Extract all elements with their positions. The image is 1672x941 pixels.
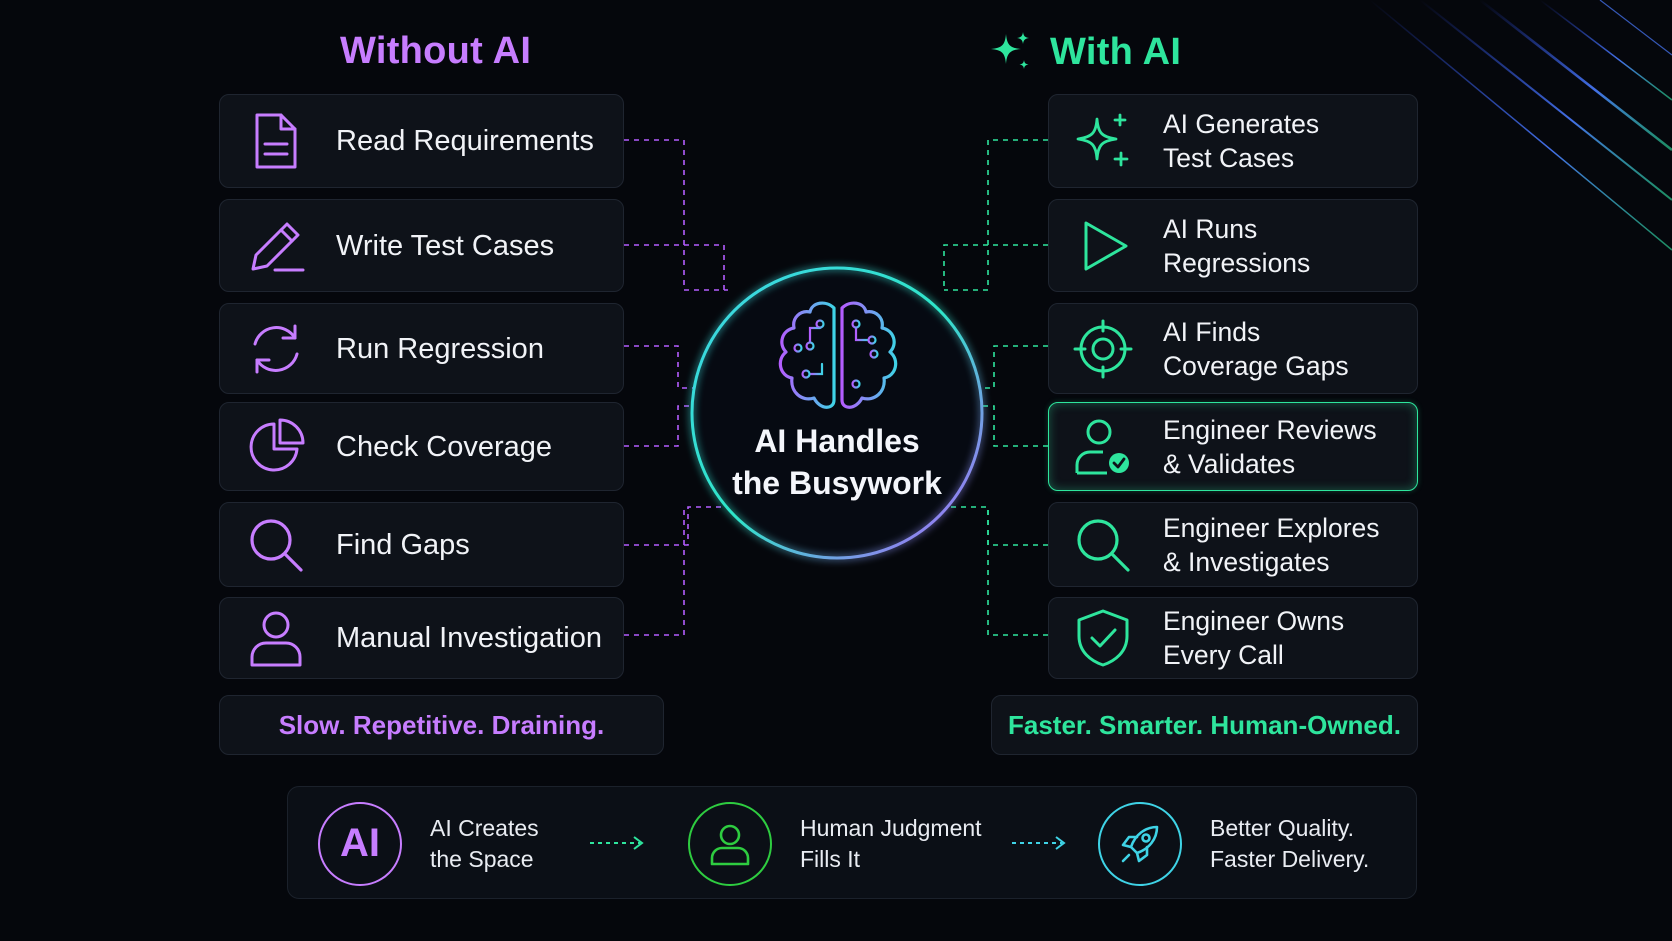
with-item-engineer-owns: Engineer Owns Every Call bbox=[1048, 597, 1418, 679]
person-circle bbox=[688, 801, 772, 886]
connector-right-6 bbox=[987, 507, 1048, 636]
with-tagline: Faster. Smarter. Human-Owned. bbox=[991, 695, 1418, 755]
ai-badge-circle: AI bbox=[318, 801, 402, 886]
arrow-right-icon bbox=[590, 836, 644, 850]
without-item-run-regression: Run Regression bbox=[219, 303, 624, 394]
item-label: AI Generates Test Cases bbox=[1163, 109, 1320, 173]
with-item-ai-finds: AI Finds Coverage Gaps bbox=[1048, 303, 1418, 394]
play-icon bbox=[1073, 216, 1133, 276]
without-tagline: Slow. Repetitive. Draining. bbox=[219, 695, 664, 755]
item-label: Find Gaps bbox=[336, 528, 470, 561]
item-label: Manual Investigation bbox=[336, 622, 602, 654]
with-item-engineer-explores: Engineer Explores & Investigates bbox=[1048, 502, 1418, 587]
without-ai-title: Without AI bbox=[340, 30, 532, 72]
rocket-circle bbox=[1098, 801, 1182, 886]
item-label: AI Runs Regressions bbox=[1163, 213, 1311, 278]
item-label: Engineer Explores & Investigates bbox=[1163, 512, 1380, 577]
footer-step-ai-creates: AI AI Creates the Space bbox=[318, 787, 539, 900]
shield-check-icon bbox=[1073, 608, 1133, 668]
central-hub bbox=[692, 268, 982, 558]
hub-text: AI Handles the Busywork bbox=[732, 423, 942, 501]
ai-badge-text: AI bbox=[340, 821, 380, 865]
footer-step-human-judgment: Human Judgment Fills It bbox=[688, 787, 982, 900]
step-text: Better Quality. Faster Delivery. bbox=[1210, 814, 1370, 872]
footer-step-better-quality: Better Quality. Faster Delivery. bbox=[1098, 787, 1369, 900]
with-item-ai-runs: AI Runs Regressions bbox=[1048, 199, 1418, 292]
item-label: AI Finds Coverage Gaps bbox=[1163, 316, 1349, 381]
item-label: Run Regression bbox=[336, 332, 544, 365]
with-item-engineer-reviews: Engineer Reviews & Validates bbox=[1048, 402, 1418, 491]
without-item-write-test-cases: Write Test Cases bbox=[219, 199, 624, 292]
without-item-read-requirements: Read Requirements bbox=[219, 94, 624, 188]
without-item-find-gaps: Find Gaps bbox=[219, 502, 624, 587]
with-item-ai-generates: AI Generates Test Cases bbox=[1048, 94, 1418, 188]
step-text: AI Creates the Space bbox=[430, 814, 539, 872]
without-item-check-coverage: Check Coverage bbox=[219, 402, 624, 491]
magnifier-icon bbox=[246, 515, 306, 575]
sparkle-icon bbox=[1073, 111, 1133, 171]
item-label: Engineer Reviews & Validates bbox=[1163, 414, 1377, 479]
engineer-review-icon bbox=[1073, 417, 1133, 477]
sparkle-icon bbox=[991, 32, 1029, 69]
item-label: Engineer Owns Every Call bbox=[1163, 606, 1345, 670]
without-item-manual-investigation: Manual Investigation bbox=[219, 597, 624, 679]
refresh-icon bbox=[246, 319, 306, 379]
target-icon bbox=[1073, 319, 1133, 379]
pie-chart-icon bbox=[246, 417, 306, 477]
person-icon bbox=[246, 608, 306, 668]
magnifier-icon bbox=[1073, 515, 1133, 575]
with-ai-title-group: With AI bbox=[991, 30, 1181, 74]
item-label: Write Test Cases bbox=[336, 229, 555, 262]
connector-left-6 bbox=[624, 507, 685, 636]
hub-glow-ring bbox=[690, 266, 984, 560]
footer-flow-panel: AI AI Creates the Space Human Judgment F… bbox=[287, 786, 1417, 899]
step-text: Human Judgment Fills It bbox=[800, 814, 982, 872]
rocket-icon bbox=[1121, 825, 1159, 862]
item-label: Check Coverage bbox=[336, 430, 552, 463]
person-icon bbox=[710, 824, 750, 865]
with-ai-title: With AI bbox=[1050, 30, 1182, 73]
document-icon bbox=[246, 111, 306, 171]
brain-circuit-icon bbox=[778, 301, 898, 409]
pencil-icon bbox=[246, 216, 306, 276]
arrow-right-icon bbox=[1012, 836, 1066, 850]
item-label: Read Requirements bbox=[336, 125, 594, 157]
